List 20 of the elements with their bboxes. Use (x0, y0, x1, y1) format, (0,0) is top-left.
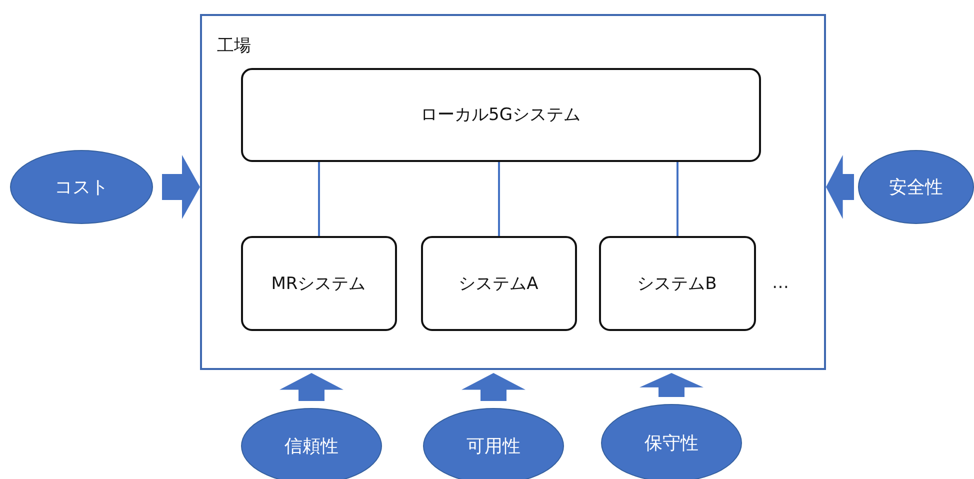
process-box: ローカル5Gシステム (240, 68, 760, 162)
ellipse-node: 保守性 (601, 404, 742, 479)
process-box: MRシステム (240, 236, 396, 330)
ellipsis-label: … (772, 273, 789, 293)
block-arrow (462, 373, 526, 401)
block-arrow (826, 155, 854, 219)
block-arrow (640, 373, 704, 397)
connector-line (318, 162, 320, 236)
connector-line (676, 162, 678, 236)
ellipse-node: 信頼性 (241, 408, 382, 479)
connector-line (498, 162, 500, 236)
ellipse-node: 安全性 (858, 150, 974, 224)
ellipse-node: 可用性 (423, 408, 564, 479)
ellipse-node: コスト (10, 150, 153, 224)
process-box: システムA (420, 236, 576, 330)
block-arrow (162, 155, 200, 219)
frame-title: 工場 (217, 35, 251, 57)
process-box: システムB (598, 236, 756, 330)
factory-frame (200, 14, 826, 370)
block-arrow (280, 373, 344, 401)
